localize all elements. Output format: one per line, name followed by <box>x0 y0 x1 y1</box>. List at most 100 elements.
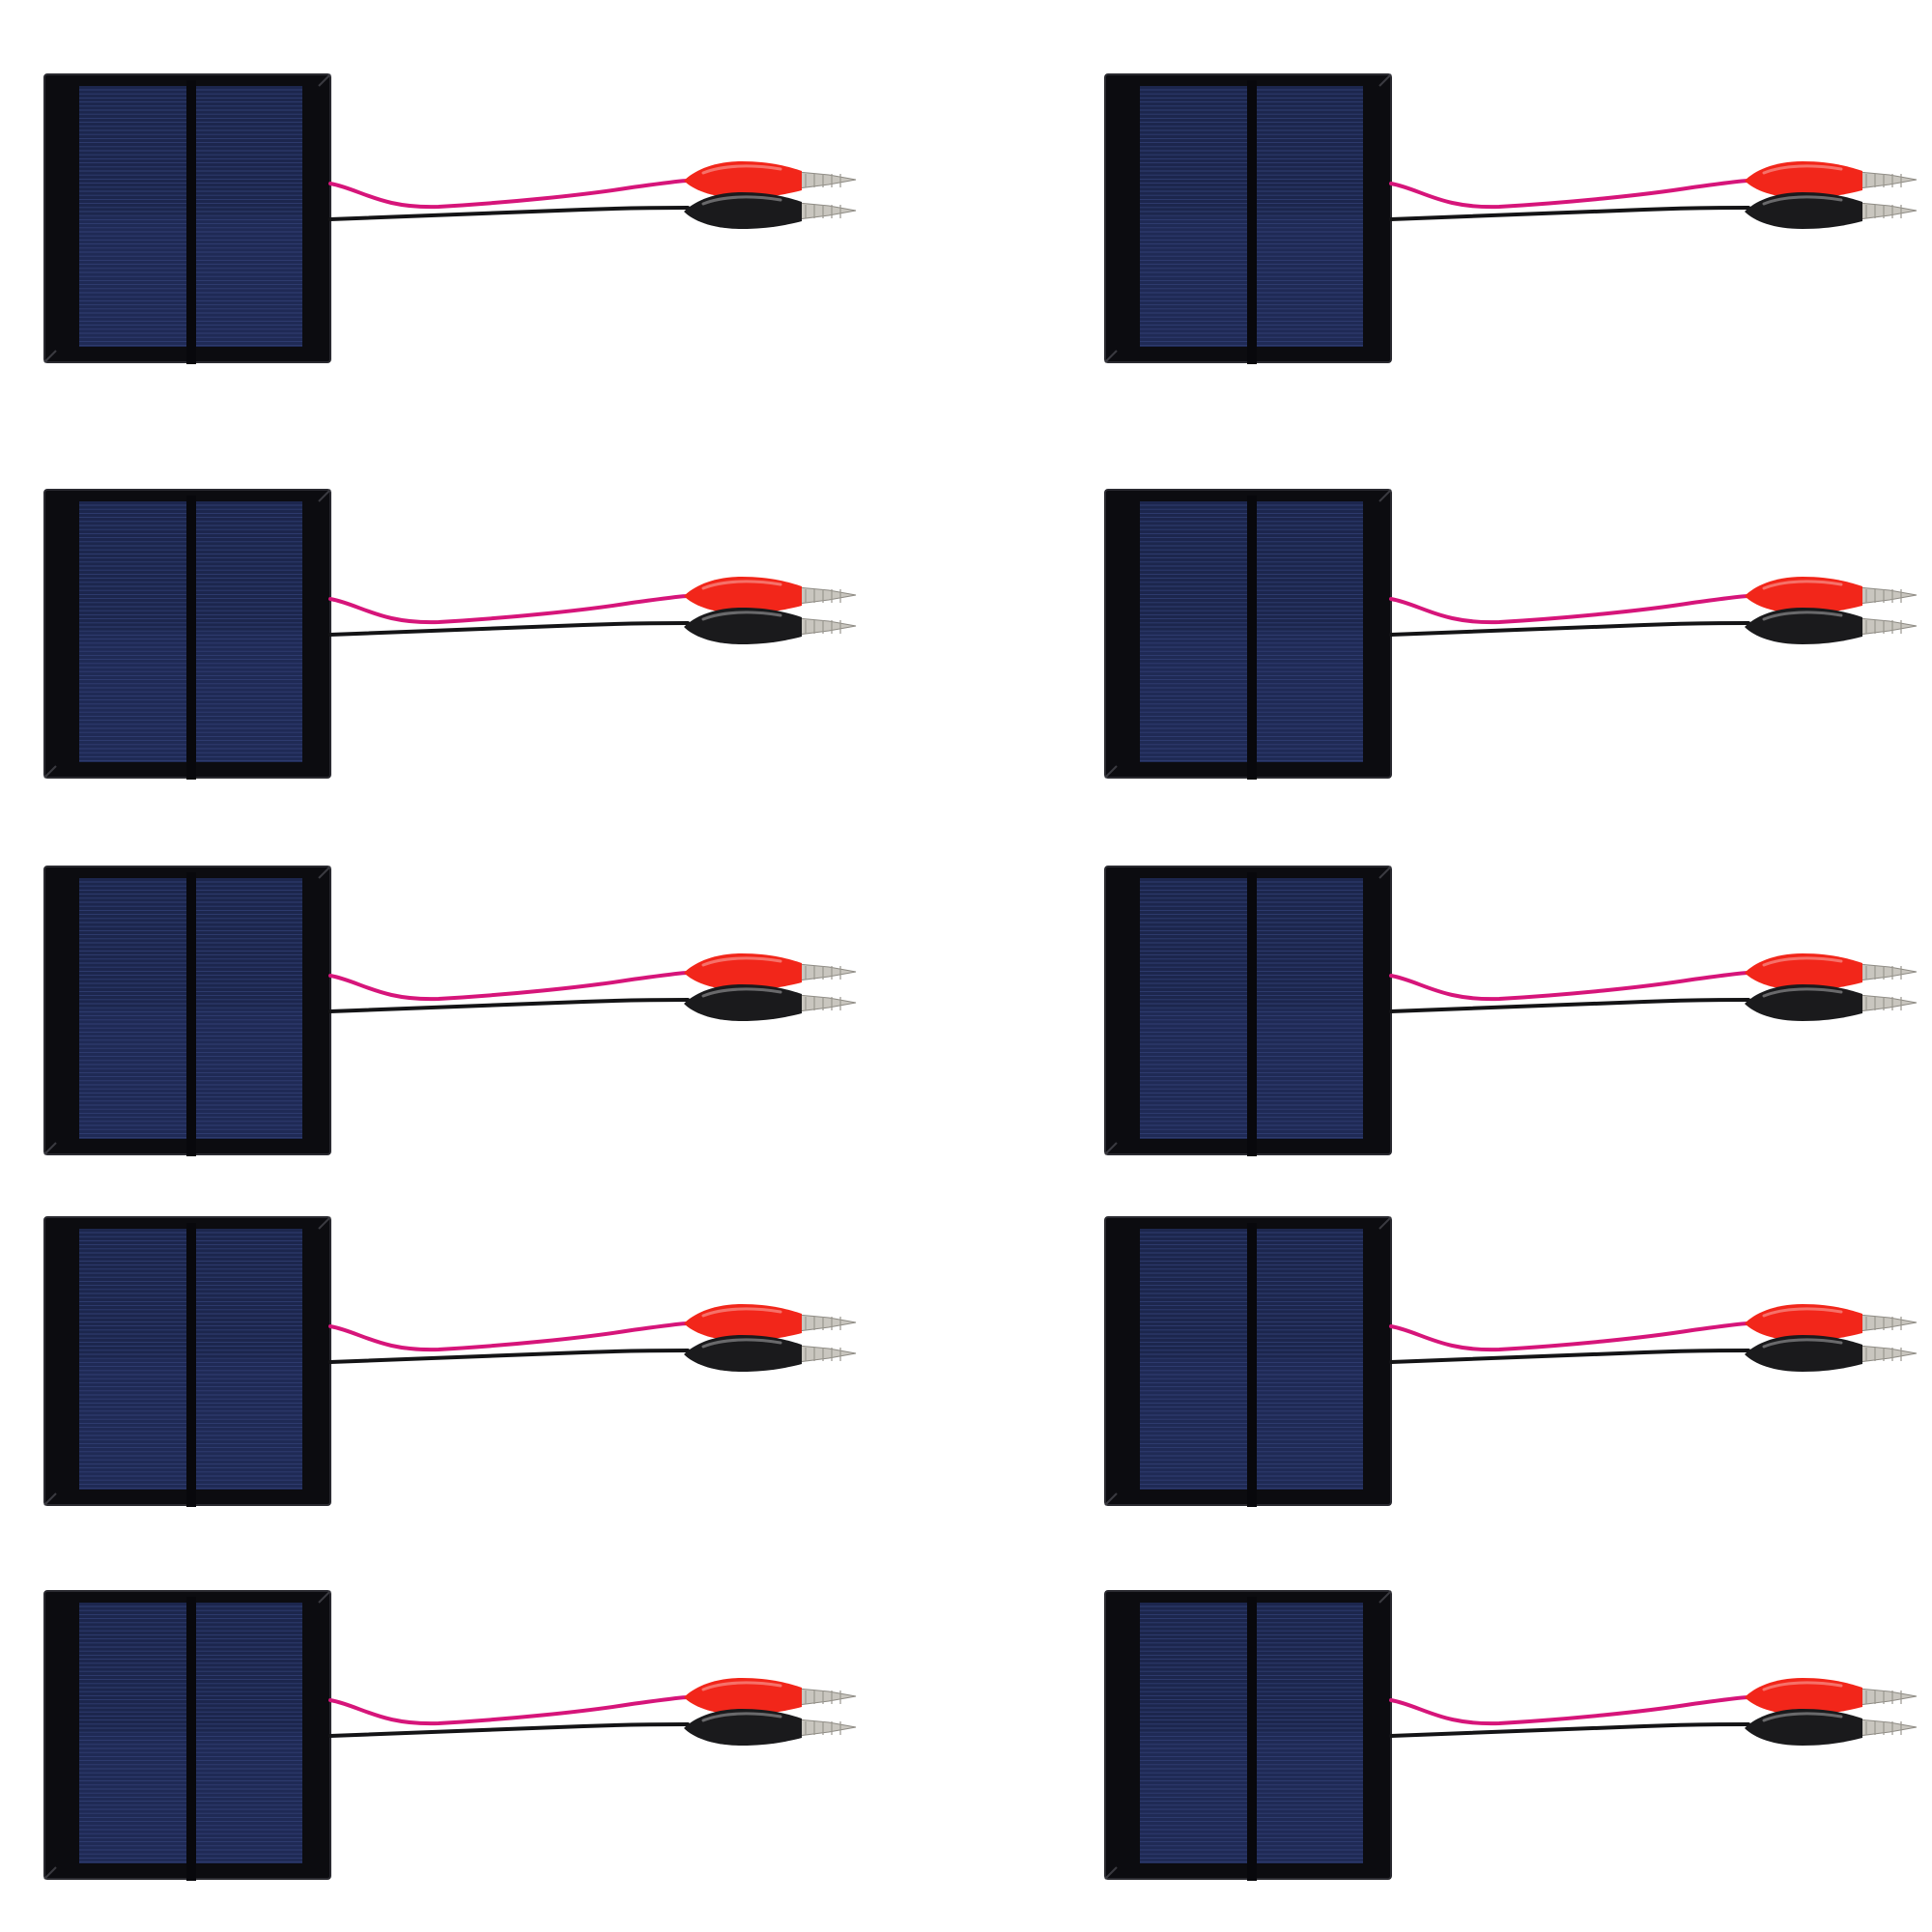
solar-panel-unit <box>1103 865 1932 1174</box>
solar-panel-icon <box>43 1590 331 1881</box>
solar-panel-unit <box>43 1215 951 1524</box>
alligator-clip-red-icon <box>1745 1304 1918 1341</box>
alligator-clip-red-icon <box>1745 953 1918 990</box>
solar-panel-unit <box>1103 72 1932 382</box>
clip-boot <box>1745 1335 1862 1372</box>
alligator-clip-black-icon <box>684 984 857 1021</box>
solar-panel-figure <box>1104 489 1918 780</box>
clip-highlight <box>1762 611 1843 621</box>
solar-panel-icon <box>1104 1590 1392 1881</box>
negative-wire <box>328 998 690 1013</box>
negative-wire <box>328 1349 690 1364</box>
negative-wire <box>1389 998 1750 1013</box>
solar-panel-icon <box>43 73 331 364</box>
clip-jaw <box>797 1719 857 1737</box>
negative-wire <box>328 206 690 221</box>
clip-boot <box>1745 161 1862 198</box>
clip-highlight <box>701 956 782 967</box>
clip-boot <box>1745 953 1862 990</box>
panel-busbar <box>186 1597 196 1881</box>
panel-bevel <box>318 1590 331 1604</box>
clip-highlight <box>701 195 782 206</box>
solar-panel-unit <box>1103 1589 1932 1898</box>
clip-jaw <box>1858 1314 1918 1332</box>
alligator-clip-black-icon <box>1745 984 1918 1021</box>
alligator-clip-black-icon <box>684 1335 857 1372</box>
panel-bevel <box>43 1492 57 1506</box>
clip-boot <box>1745 984 1862 1021</box>
solar-panel-figure <box>43 73 857 364</box>
solar-panel-icon <box>43 1216 331 1507</box>
solar-panel-icon <box>1104 489 1392 780</box>
negative-wire <box>1389 621 1750 637</box>
negative-wire <box>328 1722 690 1738</box>
clip-boot <box>1745 1304 1862 1341</box>
panel-busbar <box>1247 872 1257 1156</box>
negative-wire <box>328 621 690 637</box>
clip-jaw <box>1858 1719 1918 1737</box>
positive-wire <box>328 971 690 1002</box>
clip-jaw <box>1858 617 1918 636</box>
solar-panel-figure <box>1104 866 1918 1156</box>
solar-panel-figure <box>43 1590 857 1881</box>
panel-bevel <box>1104 1142 1118 1155</box>
clip-jaw <box>797 1688 857 1706</box>
panel-bevel <box>1378 73 1392 87</box>
clip-jaw <box>797 1314 857 1332</box>
panel-bevel <box>1378 866 1392 879</box>
solar-panel-figure <box>43 489 857 780</box>
negative-wire <box>1389 1349 1750 1364</box>
alligator-clip-red-icon <box>684 953 857 990</box>
clip-boot <box>684 953 802 990</box>
panel-bevel <box>318 866 331 879</box>
alligator-clip-red-icon <box>1745 161 1918 198</box>
clip-jaw <box>1858 963 1918 981</box>
clip-boot <box>684 1678 802 1715</box>
clip-highlight <box>701 987 782 998</box>
clip-highlight <box>1762 956 1843 967</box>
clip-boot <box>684 192 802 229</box>
alligator-clip-black-icon <box>684 192 857 229</box>
clip-highlight <box>1762 1338 1843 1349</box>
panel-bevel <box>318 73 331 87</box>
solar-panel-unit <box>43 488 951 797</box>
panel-busbar <box>186 1223 196 1507</box>
clip-highlight <box>701 164 782 175</box>
panel-busbar <box>1247 1597 1257 1881</box>
clip-boot <box>684 161 802 198</box>
solar-panel-figure <box>1104 1216 1918 1507</box>
panel-bevel <box>1104 350 1118 363</box>
positive-wire <box>328 1321 690 1352</box>
clip-boot <box>1745 1678 1862 1715</box>
panel-bevel <box>43 1866 57 1880</box>
panel-bevel <box>43 350 57 363</box>
clip-jaw <box>1858 586 1918 605</box>
solar-panel-figure <box>43 1216 857 1507</box>
panel-bevel <box>43 1142 57 1155</box>
panel-busbar <box>1247 496 1257 780</box>
solar-panel-figure <box>43 866 857 1156</box>
solar-panel-icon <box>43 489 331 780</box>
alligator-clip-red-icon <box>684 577 857 613</box>
panel-busbar <box>186 496 196 780</box>
panel-busbar <box>186 80 196 364</box>
clip-boot <box>684 608 802 644</box>
panel-busbar <box>1247 1223 1257 1507</box>
clip-boot <box>1745 192 1862 229</box>
panel-bevel <box>43 765 57 779</box>
clip-highlight <box>701 1681 782 1691</box>
clip-boot <box>1745 608 1862 644</box>
solar-panel-unit <box>1103 1215 1932 1524</box>
clip-boot <box>684 577 802 613</box>
alligator-clip-black-icon <box>1745 608 1918 644</box>
clip-boot <box>684 1709 802 1746</box>
clip-boot <box>684 984 802 1021</box>
alligator-clip-black-icon <box>684 1709 857 1746</box>
clip-highlight <box>701 611 782 621</box>
clip-boot <box>1745 577 1862 613</box>
clip-jaw <box>797 171 857 189</box>
positive-wire <box>328 1695 690 1726</box>
negative-wire <box>1389 206 1750 221</box>
solar-panel-icon <box>1104 73 1392 364</box>
clip-highlight <box>1762 164 1843 175</box>
